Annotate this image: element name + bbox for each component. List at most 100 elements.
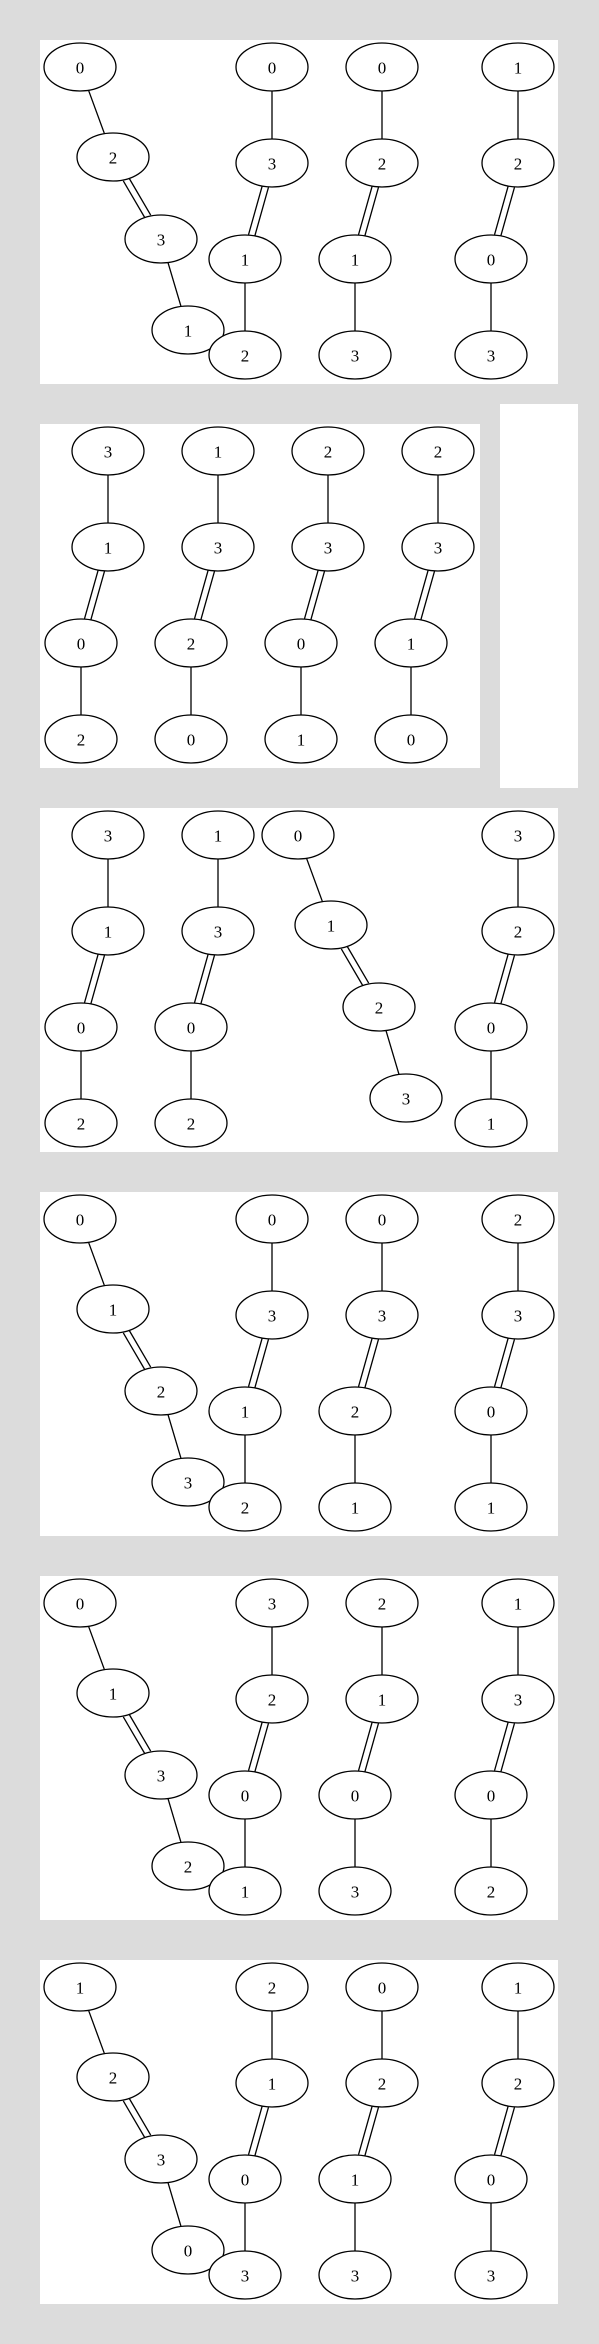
node-ellipse xyxy=(454,1098,528,1148)
double-edge-line-1 xyxy=(90,571,106,621)
node-label: 3 xyxy=(514,1307,523,1326)
double-edge-line-2 xyxy=(122,2100,146,2139)
graph-node: 2 xyxy=(208,1482,282,1532)
node-ellipse xyxy=(318,1482,392,1532)
graph-node: 2 xyxy=(454,1866,528,1916)
single-edge-line xyxy=(167,2182,182,2227)
single-edge-line xyxy=(167,1798,182,1843)
node-ellipse xyxy=(154,1002,228,1052)
double-edge-line-2 xyxy=(493,2105,509,2155)
node-label: 0 xyxy=(487,1787,496,1806)
node-label: 3 xyxy=(351,2267,360,2286)
node-label: 1 xyxy=(104,923,113,942)
panel-background xyxy=(40,1576,558,1920)
node-ellipse xyxy=(71,810,145,860)
panel-background xyxy=(40,1192,558,1536)
double-edge-line-2 xyxy=(247,2105,263,2155)
node-label: 2 xyxy=(378,1595,387,1614)
graph-node: 2 xyxy=(154,618,228,668)
double-edge-line-2 xyxy=(357,2105,373,2155)
graph-node: 2 xyxy=(345,138,419,188)
node-ellipse xyxy=(181,522,255,572)
node-ellipse xyxy=(181,906,255,956)
node-label: 0 xyxy=(241,1787,250,1806)
graph-node: 1 xyxy=(208,1386,282,1436)
graph-node: 0 xyxy=(454,2154,528,2204)
graph-node: 1 xyxy=(318,234,392,284)
double-edge-line-1 xyxy=(200,571,216,621)
graph-node: 3 xyxy=(71,426,145,476)
graph-node: 0 xyxy=(208,1770,282,1820)
node-ellipse xyxy=(261,810,335,860)
node-label: 1 xyxy=(184,322,193,341)
node-ellipse xyxy=(318,234,392,284)
node-label: 1 xyxy=(487,1499,496,1518)
graph-node: 1 xyxy=(43,1962,117,2012)
graph-node: 1 xyxy=(345,1674,419,1724)
graph-node: 1 xyxy=(264,714,338,764)
graph-node: 2 xyxy=(318,1386,392,1436)
graph-node: 1 xyxy=(71,522,145,572)
node-ellipse xyxy=(481,906,555,956)
node-ellipse xyxy=(454,1770,528,1820)
node-ellipse xyxy=(345,1962,419,2012)
graph-node: 3 xyxy=(235,1578,309,1628)
graph-node: 2 xyxy=(151,1841,225,1891)
graph-node: 2 xyxy=(481,2058,555,2108)
node-label: 3 xyxy=(157,231,166,250)
double-edge-line-1 xyxy=(500,187,516,237)
node-ellipse xyxy=(454,234,528,284)
double-edge-line-2 xyxy=(357,1721,373,1771)
node-label: 2 xyxy=(109,2069,118,2088)
double-edge-line-2 xyxy=(193,569,209,619)
node-ellipse xyxy=(124,214,198,264)
node-ellipse xyxy=(124,2134,198,2184)
node-ellipse xyxy=(318,1770,392,1820)
node-label: 1 xyxy=(297,731,306,750)
node-ellipse xyxy=(318,2154,392,2204)
graph-node: 0 xyxy=(454,1386,528,1436)
node-label: 2 xyxy=(77,731,86,750)
node-label: 3 xyxy=(402,1090,411,1109)
panel-background xyxy=(40,1960,558,2304)
node-ellipse xyxy=(318,1386,392,1436)
node-label: 0 xyxy=(184,2242,193,2261)
node-label: 3 xyxy=(241,2267,250,2286)
node-ellipse xyxy=(208,1386,282,1436)
node-label: 3 xyxy=(214,539,223,558)
node-ellipse xyxy=(181,810,255,860)
graph-node: 1 xyxy=(71,906,145,956)
graph-node: 0 xyxy=(154,714,228,764)
single-edge-line xyxy=(87,90,106,134)
graph-node: 2 xyxy=(342,982,416,1032)
graph-node: 1 xyxy=(76,1668,150,1718)
node-ellipse xyxy=(454,1482,528,1532)
node-ellipse xyxy=(208,2154,282,2204)
node-ellipse xyxy=(235,1674,309,1724)
graph-node: 1 xyxy=(454,1098,528,1148)
node-ellipse xyxy=(481,42,555,92)
graph-node: 3 xyxy=(369,1073,443,1123)
node-label: 0 xyxy=(378,1979,387,1998)
node-ellipse xyxy=(181,426,255,476)
node-ellipse xyxy=(454,1002,528,1052)
graph-node: 1 xyxy=(374,618,448,668)
double-edge-line-1 xyxy=(128,177,152,216)
node-ellipse xyxy=(481,1674,555,1724)
node-ellipse xyxy=(44,618,118,668)
graph-node: 2 xyxy=(291,426,365,476)
graph-node: 3 xyxy=(454,330,528,380)
graph-node: 2 xyxy=(235,1962,309,2012)
node-ellipse xyxy=(208,1866,282,1916)
double-edge-line-2 xyxy=(83,953,99,1003)
node-label: 3 xyxy=(157,2151,166,2170)
